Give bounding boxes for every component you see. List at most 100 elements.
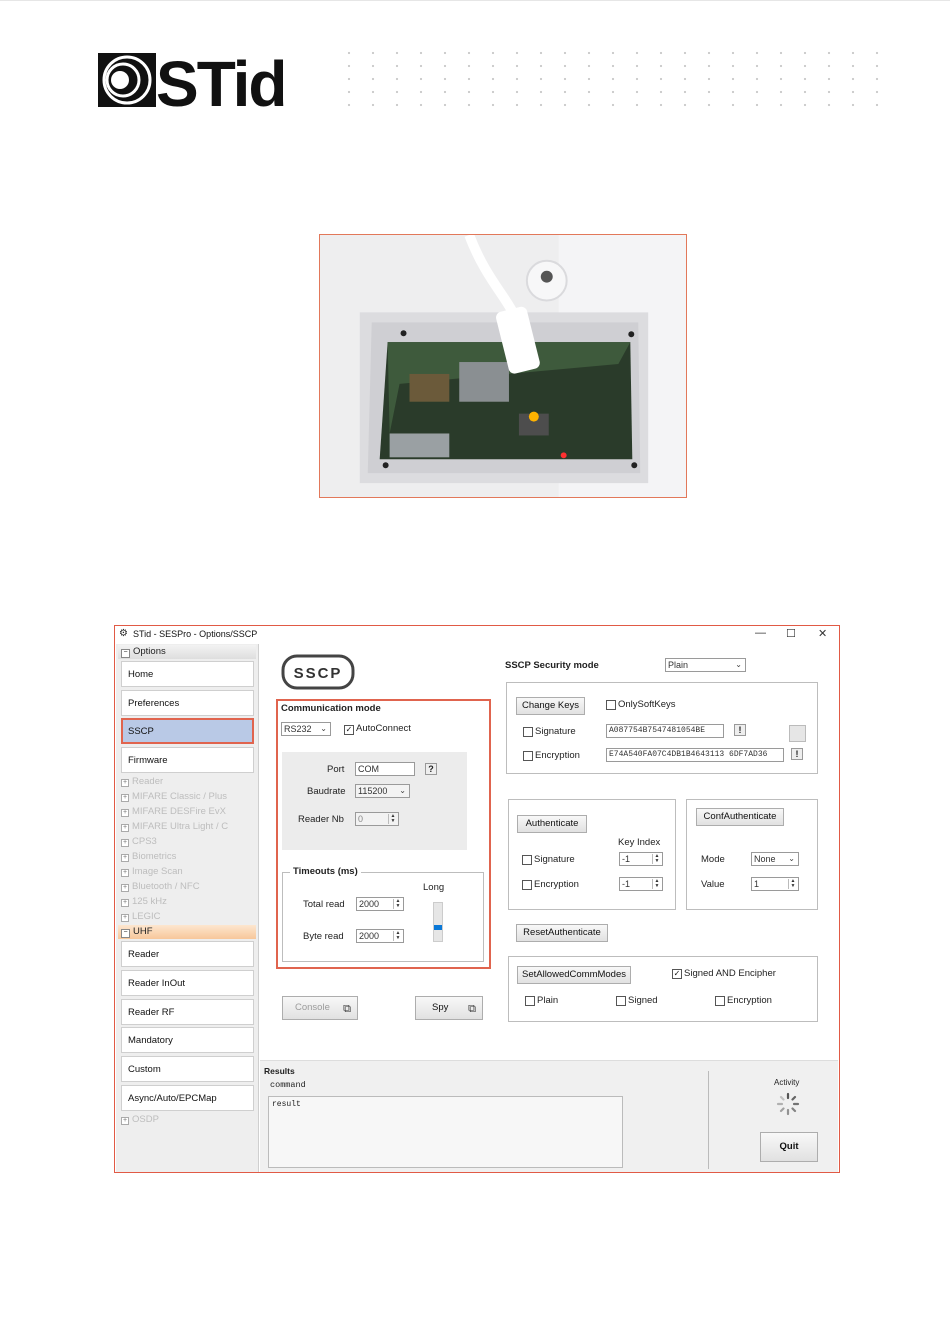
results-panel: Results command result Activity Quit — [260, 1060, 838, 1172]
encryption-warning-button[interactable]: ! — [791, 748, 803, 760]
expand-icon[interactable]: + — [121, 779, 129, 787]
console-button[interactable]: Console⧉ — [282, 996, 358, 1020]
pattern-dot — [491, 77, 495, 81]
authenticate-button[interactable]: Authenticate — [517, 815, 587, 833]
pattern-dot — [347, 51, 351, 55]
sidebar-group-reader[interactable]: +Reader — [121, 776, 164, 787]
encryption-key-field[interactable]: E74A540FA07C4DB1B4643113 6DF7AD36 — [606, 748, 784, 762]
signature-checkbox[interactable] — [523, 727, 533, 737]
sidebar-group-desfire[interactable]: +MIFARE DESFire EvX — [121, 806, 226, 817]
sidebar-item-async[interactable]: Async/Auto/EPCMap — [121, 1085, 254, 1111]
signature-warning-button[interactable]: ! — [734, 724, 746, 736]
mode-select[interactable]: None⌄ — [751, 852, 799, 866]
sidebar-item-custom[interactable]: Custom — [121, 1056, 254, 1082]
encryption-checkbox[interactable] — [523, 751, 533, 761]
expand-icon[interactable]: + — [121, 824, 129, 832]
comm-mode-select[interactable]: RS232⌄ — [281, 722, 331, 736]
change-keys-button[interactable]: Change Keys — [516, 697, 585, 715]
sidebar-group-mifare-classic[interactable]: +MIFARE Classic / Plus — [121, 791, 228, 802]
options-group-header[interactable]: −Options — [118, 645, 256, 659]
sidebar-group-ultralight[interactable]: +MIFARE Ultra Light / C — [121, 821, 229, 832]
sidebar-item-sscp[interactable]: SSCP — [121, 718, 254, 744]
value-field[interactable]: 1▲▼ — [751, 877, 799, 891]
pattern-dot — [563, 77, 567, 81]
reset-authenticate-button[interactable]: ResetAuthenticate — [516, 924, 608, 942]
expand-icon[interactable]: + — [121, 899, 129, 907]
expand-icon[interactable]: + — [121, 794, 129, 802]
total-read-field[interactable]: 2000▲▼ — [356, 897, 404, 911]
signed-encipher-checkbox[interactable]: ✓ — [672, 969, 682, 979]
collapse-icon[interactable]: − — [121, 649, 130, 658]
sidebar-item-reader-rf[interactable]: Reader RF — [121, 999, 254, 1025]
expand-icon[interactable]: + — [121, 854, 129, 862]
expand-icon[interactable]: + — [121, 869, 129, 877]
sidebar-group-image-scan[interactable]: +Image Scan — [121, 866, 183, 877]
expand-icon[interactable]: + — [121, 839, 129, 847]
pattern-dot — [467, 90, 471, 94]
dot-pattern — [347, 51, 879, 107]
auth-encryption-checkbox[interactable] — [522, 880, 532, 890]
timeout-slider-track[interactable] — [433, 902, 443, 942]
sidebar-group-bluetooth[interactable]: +Bluetooth / NFC — [121, 881, 200, 892]
spinner-icon[interactable]: ▲▼ — [788, 879, 797, 889]
sidebar-item-preferences[interactable]: Preferences — [121, 690, 254, 716]
mode-encryption-checkbox[interactable] — [715, 996, 725, 1006]
set-allowed-comm-modes-button[interactable]: SetAllowedCommModes — [517, 966, 631, 984]
onlysoftkeys-checkbox[interactable] — [606, 700, 616, 710]
timeout-slider-thumb[interactable] — [434, 925, 442, 930]
pattern-dot — [587, 51, 591, 55]
spinner-icon[interactable]: ▲▼ — [652, 879, 661, 889]
sidebar-item-firmware[interactable]: Firmware — [121, 747, 254, 773]
pattern-dot — [731, 90, 735, 94]
close-button[interactable]: ✕ — [818, 628, 828, 640]
security-mode-select[interactable]: Plain⌄ — [665, 658, 746, 672]
reader-nb-field[interactable]: 0▲▼ — [355, 812, 399, 826]
chevron-down-icon: ⌄ — [399, 786, 406, 795]
expand-icon[interactable]: + — [121, 1117, 129, 1125]
logo-text: STid — [156, 50, 286, 110]
sidebar: −Options Home Preferences SSCP Firmware … — [116, 644, 259, 1172]
auth-signature-checkbox[interactable] — [522, 855, 532, 865]
expand-icon[interactable]: + — [121, 914, 129, 922]
sidebar-item-home[interactable]: Home — [121, 661, 254, 687]
spinner-icon[interactable]: ▲▼ — [393, 931, 402, 941]
sidebar-group-125khz[interactable]: +125 kHz — [121, 896, 167, 907]
pattern-dot — [875, 103, 879, 107]
pattern-dot — [851, 64, 855, 68]
collapse-icon[interactable]: − — [121, 929, 130, 938]
pattern-dot — [371, 51, 375, 55]
auth-encryption-index[interactable]: -1▲▼ — [619, 877, 663, 891]
sidebar-group-biometrics[interactable]: +Biometrics — [121, 851, 177, 862]
authenticate-frame — [508, 799, 676, 910]
sidebar-item-reader-inout[interactable]: Reader InOut — [121, 970, 254, 996]
autoconnect-checkbox[interactable]: ✓ — [344, 725, 354, 735]
confauthenticate-button[interactable]: ConfAuthenticate — [696, 808, 784, 826]
spy-button[interactable]: Spy⧉ — [415, 996, 483, 1020]
spinner-icon[interactable]: ▲▼ — [388, 814, 397, 824]
sidebar-group-legic[interactable]: +LEGIC — [121, 911, 161, 922]
keys-extra-button[interactable] — [789, 725, 806, 742]
signed-checkbox[interactable] — [616, 996, 626, 1006]
port-field[interactable]: COM — [355, 762, 415, 776]
confauthenticate-frame — [686, 799, 818, 910]
spinner-icon[interactable]: ▲▼ — [393, 899, 402, 909]
pattern-dot — [491, 51, 495, 55]
sidebar-item-uhf-reader[interactable]: Reader — [121, 941, 254, 967]
expand-icon[interactable]: + — [121, 884, 129, 892]
sidebar-item-mandatory[interactable]: Mandatory — [121, 1027, 254, 1053]
baudrate-select[interactable]: 115200⌄ — [355, 784, 410, 798]
pattern-dot — [347, 90, 351, 94]
signature-key-field[interactable]: A087754B7547481054BE — [606, 724, 724, 738]
sidebar-group-cps3[interactable]: +CPS3 — [121, 836, 157, 847]
maximize-button[interactable]: ☐ — [786, 628, 796, 640]
expand-icon[interactable]: + — [121, 809, 129, 817]
sidebar-group-osdp[interactable]: +OSDP — [121, 1114, 159, 1125]
spinner-icon[interactable]: ▲▼ — [652, 854, 661, 864]
plain-checkbox[interactable] — [525, 996, 535, 1006]
uhf-group-header[interactable]: −UHF — [118, 925, 256, 939]
minimize-button[interactable]: — — [755, 627, 766, 639]
quit-button[interactable]: Quit — [760, 1132, 818, 1162]
byte-read-field[interactable]: 2000▲▼ — [356, 929, 404, 943]
port-help-button[interactable]: ? — [425, 763, 437, 775]
auth-signature-index[interactable]: -1▲▼ — [619, 852, 663, 866]
